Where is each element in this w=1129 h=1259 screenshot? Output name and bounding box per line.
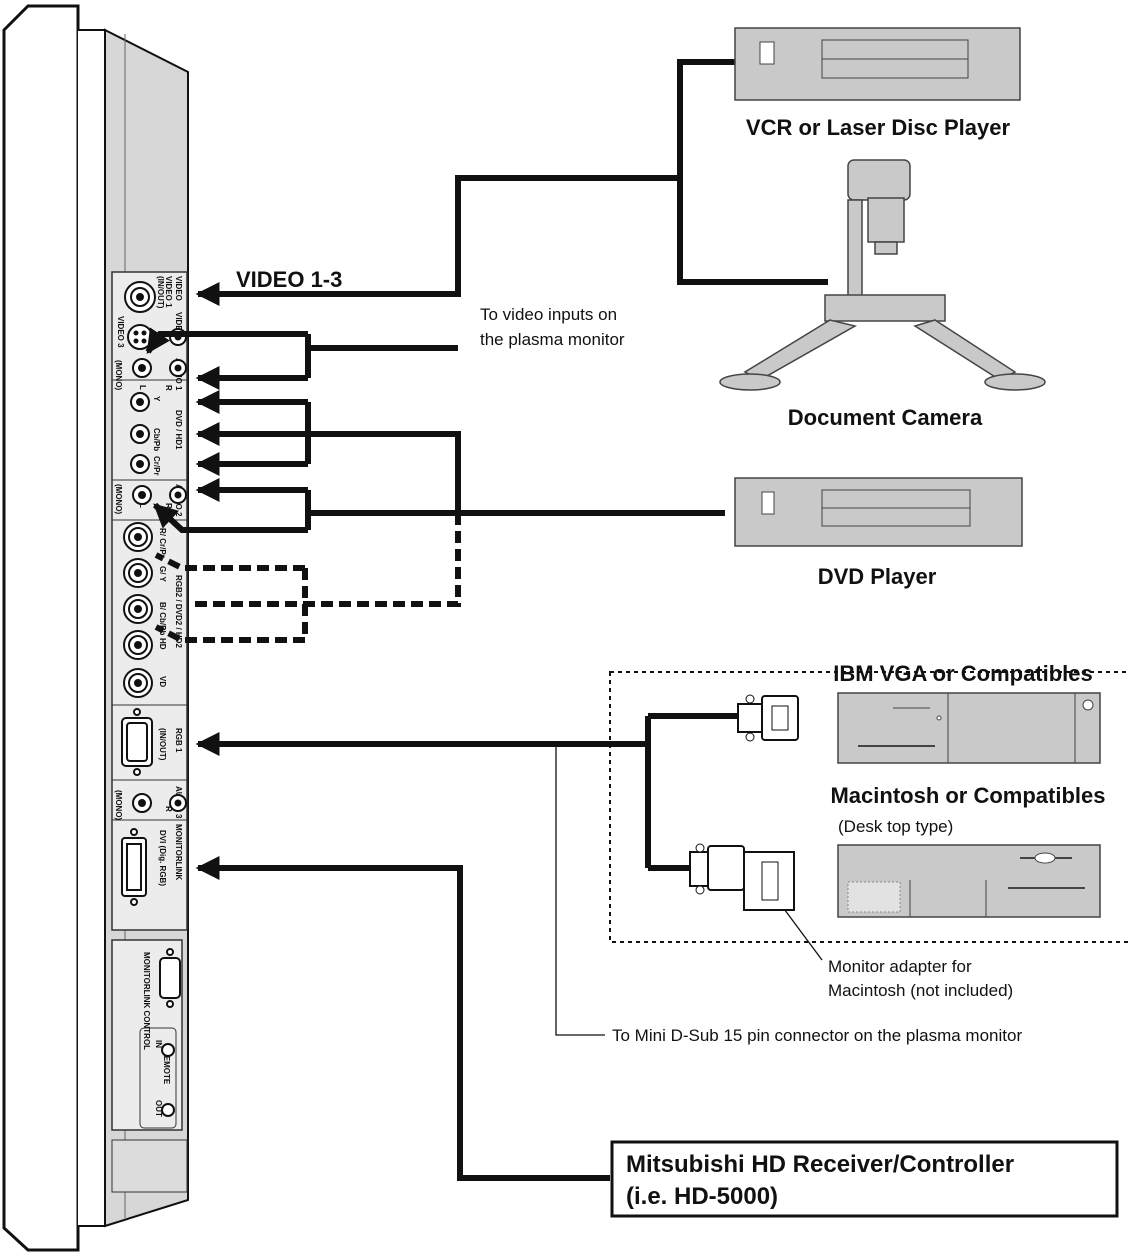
rca-cb-jack — [130, 424, 150, 444]
leader-mini-dsub — [555, 744, 605, 1036]
label-desktop-type: (Desk top type) — [838, 817, 953, 836]
label-adapter-1: Monitor adapter for — [828, 957, 972, 976]
panel-label-monitorlink: MONITORLINK — [174, 824, 183, 881]
label-video-1-3: VIDEO 1-3 — [236, 267, 342, 292]
label-mini-dsub: To Mini D-Sub 15 pin connector on the pl… — [612, 1026, 1022, 1045]
label-receiver-1: Mitsubishi HD Receiver/Controller — [626, 1151, 1014, 1178]
mac-desktop-device — [837, 844, 1101, 918]
mac-adapter-plug — [689, 843, 795, 911]
ibm-vga-device — [837, 692, 1101, 764]
panel-label-l2: L — [138, 503, 147, 508]
panel-jacks — [121, 281, 187, 1129]
panel-label-video: VIDEO — [174, 276, 183, 301]
cable-vcr-doccam — [677, 59, 828, 285]
panel-label-r-cr: R/ Cr/Pr — [158, 528, 167, 558]
label-document-camera: Document Camera — [788, 405, 983, 430]
bnc-video1-jack — [124, 281, 156, 313]
panel-label-rgb1: RGB 1 — [174, 728, 183, 753]
rca-cr-jack — [130, 454, 150, 474]
panel-label-g-y: G/ Y — [158, 566, 167, 583]
cable-dash-r — [154, 552, 305, 571]
rca-audio1-l-jack — [132, 358, 152, 378]
svideo-jack — [127, 324, 153, 350]
computer-group-box — [609, 671, 1129, 943]
panel-label-cr-pr: Cr/Pr — [152, 456, 161, 476]
panel-label-in: IN — [154, 1040, 163, 1048]
panel-label-b-cb: B/ Cb/Pb — [158, 602, 167, 635]
remote-in-jack — [161, 1043, 175, 1057]
rca-audio1-r-jack — [169, 359, 187, 377]
vcr-device — [734, 27, 1021, 101]
label-video-inputs-note-2: the plasma monitor — [480, 330, 625, 349]
cable-video-1-3 — [195, 175, 680, 306]
panel-label-rgb-inout: (IN/OUT) — [158, 728, 167, 761]
label-receiver-2: (i.e. HD-5000) — [626, 1183, 778, 1210]
dsub9-control-jack — [159, 948, 181, 1008]
label-vcr: VCR or Laser Disc Player — [746, 115, 1011, 140]
label-ibm-vga: IBM VGA or Compatibles — [833, 661, 1093, 686]
dsub15-rgb1-jack — [121, 708, 153, 776]
cable-cb — [195, 422, 461, 513]
panel-label-dvi: DVI (Dig. RGB) — [158, 830, 167, 886]
vga-connector-plug — [737, 694, 799, 742]
panel-label-mono1: (MONO) — [114, 360, 123, 391]
cable-audio2-l — [152, 502, 308, 533]
cable-dash-main — [192, 513, 461, 607]
label-macintosh: Macintosh or Compatibles — [830, 783, 1105, 808]
panel-label-video1: VIDEO 1 — [164, 276, 173, 308]
cable-dash-b — [154, 624, 305, 643]
panel-label-hd: HD — [158, 638, 167, 650]
rca-audio2-r-jack — [169, 486, 187, 504]
cables — [145, 59, 828, 1181]
panel-label-cb-pb: Cb/Pb — [152, 428, 161, 451]
panel-label-remote: REMOTE — [162, 1050, 171, 1085]
bnc-g-jack — [123, 558, 153, 588]
label-adapter-2: Macintosh (not included) — [828, 981, 1013, 1000]
dvd-device — [734, 477, 1023, 547]
rca-y-jack — [130, 392, 150, 412]
panel-label-r2: R — [164, 503, 173, 509]
panel-label-y: Y — [152, 396, 161, 402]
label-dvd-player: DVD Player — [818, 564, 937, 589]
panel-label-control: MONITORLINK CONTROL — [142, 952, 151, 1050]
panel-label-r1: R — [164, 385, 173, 391]
rca-audio3-r-jack — [169, 794, 187, 812]
bnc-vd-jack — [123, 668, 153, 698]
cable-audio1-l — [145, 327, 308, 354]
receiver-box — [610, 1140, 1119, 1218]
bnc-r-jack — [123, 522, 153, 552]
cable-receiver — [195, 856, 610, 1181]
panel-label-out: OUT — [154, 1100, 163, 1117]
panel-label-vd: VD — [158, 676, 167, 687]
dvi-jack — [121, 828, 147, 906]
panel-label-dvd-hd1: DVD / HD1 — [174, 410, 183, 450]
remote-out-jack — [161, 1103, 175, 1117]
document-camera-device — [719, 159, 1046, 391]
panel-label-video3: VIDEO 3 — [116, 316, 125, 348]
rca-audio3-l-jack — [132, 793, 152, 813]
panel-label-r3: R — [164, 806, 173, 812]
rca-audio2-l-jack — [132, 485, 152, 505]
bnc-hd-jack — [123, 630, 153, 660]
panel-label-mono2: (MONO) — [114, 484, 123, 515]
panel-label-l1: L — [138, 385, 147, 390]
bnc-b-jack — [123, 594, 153, 624]
panel-label-inout: (IN/OUT) — [156, 276, 165, 309]
panel-label-mono3: (MONO) — [114, 790, 123, 821]
label-video-inputs-note-1: To video inputs on — [480, 305, 617, 324]
panel-label-rgb2: RGB2 / DVD2 / HD2 — [174, 575, 183, 648]
